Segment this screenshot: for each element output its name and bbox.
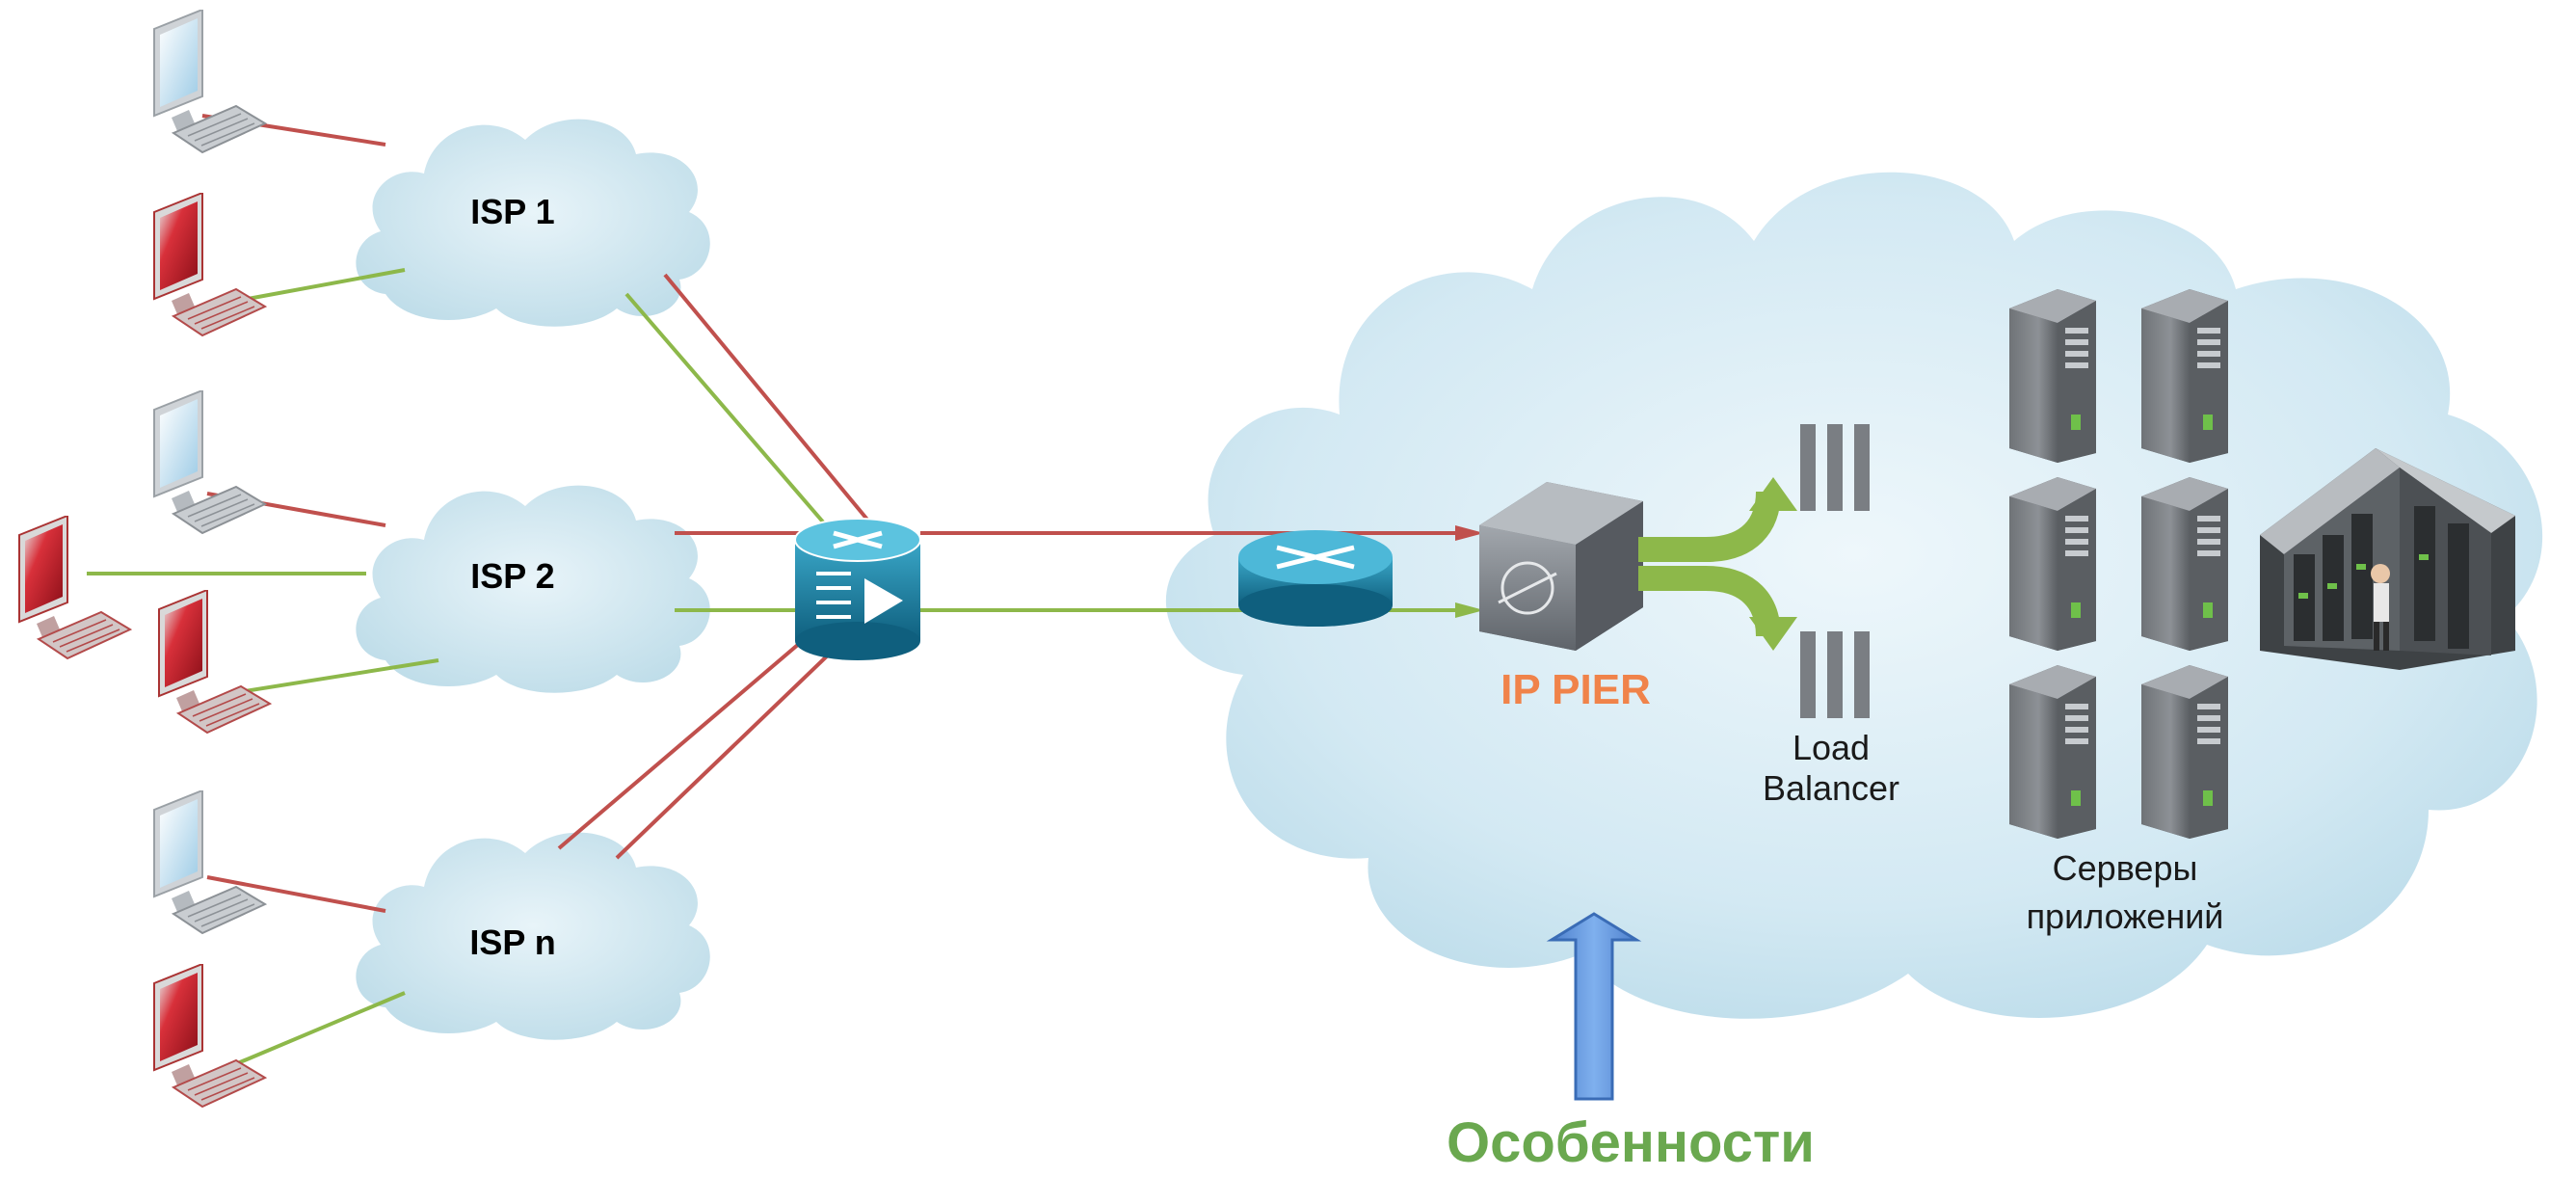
isp-cloud-1: [356, 119, 710, 327]
isp-label: ISP 2: [470, 556, 554, 596]
isp-cloud-n: [356, 832, 710, 1040]
servers-label-line2: приложений: [2027, 896, 2224, 936]
monitor-red-icon: [153, 964, 266, 1108]
router-firewall-icon: [794, 518, 921, 660]
monitor-red-icon: [18, 516, 131, 659]
server-tower-icon: [2009, 477, 2096, 651]
split-arrow-icon: [1638, 477, 1797, 651]
server-tower-icon: [2141, 477, 2228, 651]
isp-label: ISP n: [469, 923, 555, 962]
monitor-red-icon: [153, 193, 266, 336]
monitor-blue-icon: [153, 390, 266, 534]
load-balancer-icon: [1800, 631, 1870, 718]
isp-cloud-2: [356, 485, 710, 693]
server-tower-icon: [2009, 665, 2096, 839]
ip-pier-device-icon: [1479, 482, 1643, 651]
link-good: [221, 991, 406, 1072]
up-arrow-icon: [1546, 912, 1642, 1101]
load-balancer-label-line1: Load: [1793, 728, 1870, 767]
ip-pier-label: IP PIER: [1500, 666, 1651, 713]
isp-label: ISP 1: [470, 192, 554, 231]
monitor-red-icon: [158, 590, 271, 734]
server-tower-icon: [2141, 665, 2228, 839]
load-balancer-icon: [1800, 424, 1870, 511]
datacenter-rack-icon: [2260, 448, 2515, 670]
router-icon: [1238, 530, 1393, 627]
caption: Особенности: [1447, 1111, 1815, 1174]
servers-label-line1: Серверы: [2053, 848, 2198, 888]
link-good: [226, 658, 439, 696]
link-bad: [206, 875, 386, 913]
server-tower-icon: [2009, 289, 2096, 463]
load-balancer-label-line2: Balancer: [1763, 768, 1899, 808]
server-tower-icon: [2141, 289, 2228, 463]
monitor-blue-icon: [153, 10, 266, 153]
monitor-blue-icon: [153, 790, 266, 934]
isp-uplinks: [557, 273, 874, 860]
